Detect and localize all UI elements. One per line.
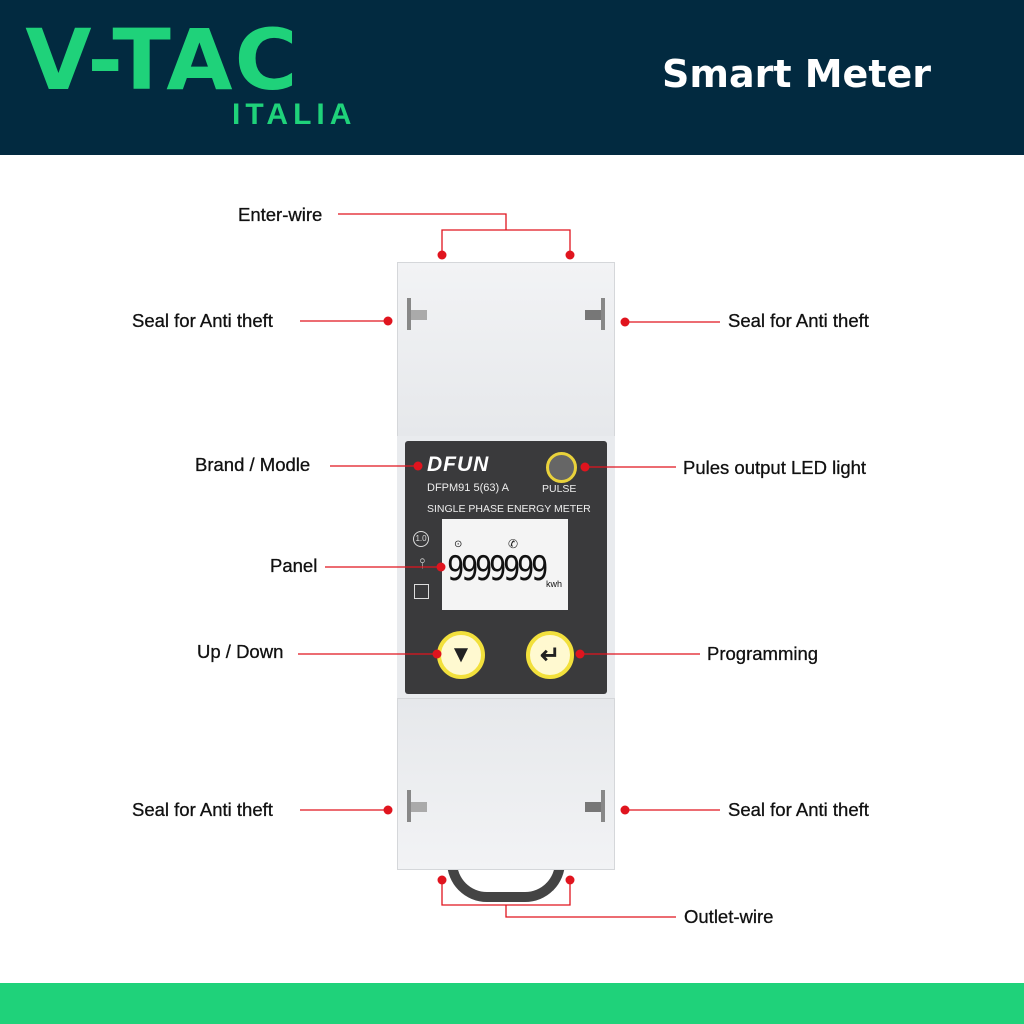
- header-banner: V-TAC ITALIA Smart Meter: [0, 0, 1024, 155]
- meter-type: SINGLE PHASE ENERGY METER: [427, 503, 591, 515]
- unit-label: kwh: [546, 579, 563, 589]
- label-panel: Panel: [270, 555, 318, 576]
- energy-reading: 9999999: [447, 549, 548, 589]
- down-button[interactable]: ▼: [437, 631, 485, 679]
- meter-front-panel: DFUN DFPM91 5(63) A PULSE SINGLE PHASE E…: [405, 441, 607, 694]
- vtac-logo: V-TAC: [25, 11, 300, 109]
- label-seal-bottom-left: Seal for Anti theft: [132, 799, 273, 820]
- seal-screw-icon: [585, 298, 607, 330]
- double-insulation-icon: [414, 584, 429, 599]
- footer-bar: [0, 983, 1024, 1024]
- seal-screw-icon: [405, 298, 427, 330]
- phone-icon: ✆: [508, 537, 519, 551]
- enter-icon: ↵: [539, 641, 561, 669]
- vtac-logo-sub: ITALIA: [232, 98, 357, 131]
- label-brand: Brand / Modle: [195, 454, 311, 475]
- seal-screw-icon: [585, 790, 607, 822]
- meter-top-housing: [397, 262, 615, 438]
- accuracy-class: 1.0: [413, 531, 429, 547]
- pulse-label: PULSE: [542, 483, 577, 495]
- brand-logo: DFUN: [427, 453, 490, 476]
- lcd-display: ⊙ ✆ 9999999 kwh: [442, 519, 568, 610]
- pulse-led-icon: [546, 452, 577, 483]
- seal-screw-icon: [405, 790, 427, 822]
- meter-bottom-housing: [397, 698, 615, 870]
- label-programming: Programming: [707, 643, 819, 664]
- model-text: DFPM91 5(63) A: [427, 482, 509, 494]
- chevron-down-icon: ▼: [449, 641, 473, 668]
- page-title: Smart Meter: [662, 52, 932, 96]
- enter-button[interactable]: ↵: [526, 631, 574, 679]
- label-enter-wire: Enter-wire: [238, 204, 323, 225]
- label-seal-bottom-right: Seal for Anti theft: [728, 799, 869, 820]
- thermometer-icon: ⫯: [419, 555, 426, 571]
- label-pulse-led: Pules output LED light: [683, 457, 867, 478]
- indicator-icon: ⊙: [454, 539, 463, 550]
- label-outlet-wire: Outlet-wire: [684, 906, 774, 927]
- label-seal-top-left: Seal for Anti theft: [132, 310, 273, 331]
- label-seal-top-right: Seal for Anti theft: [728, 310, 869, 331]
- label-up-down: Up / Down: [197, 641, 284, 662]
